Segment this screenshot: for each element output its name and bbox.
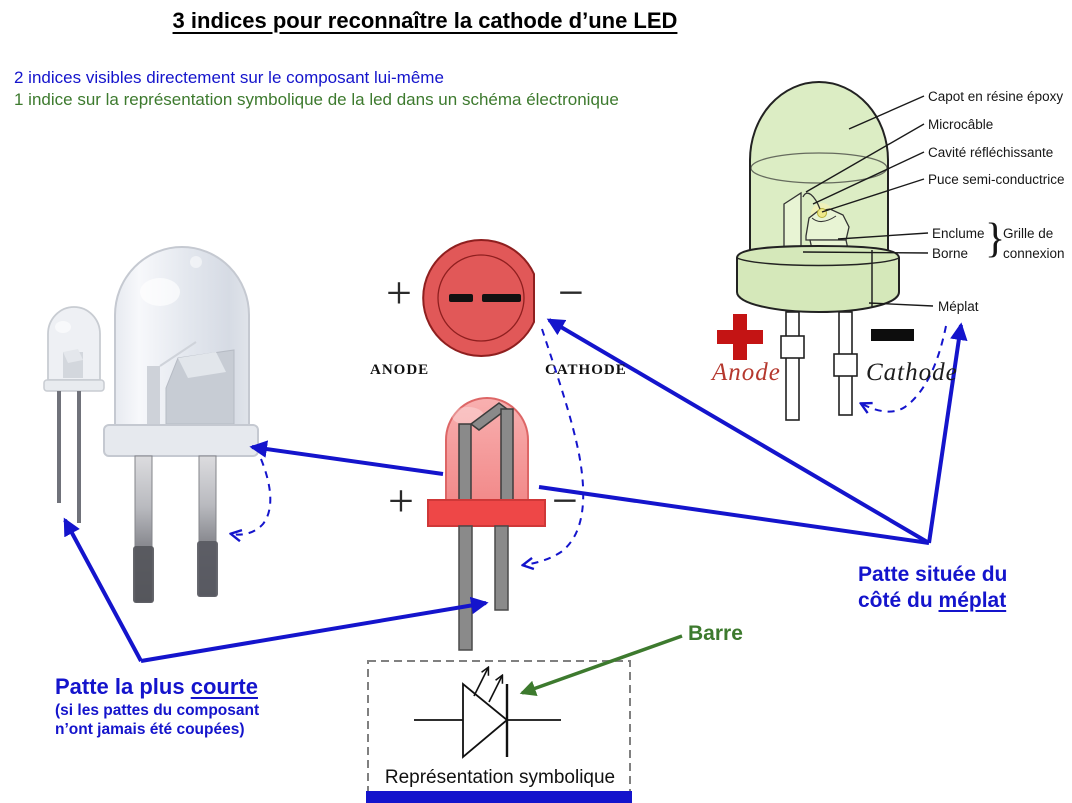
- label-grille-1: Grille de: [1003, 226, 1054, 241]
- arrow-to-short-leg: [140, 596, 489, 663]
- patte-courte-underlined: courte: [190, 674, 258, 699]
- bottom-blue-bar: [366, 791, 632, 803]
- cutaway-anode-leg: [785, 311, 800, 421]
- arrow-to-flat-edge: [546, 318, 931, 545]
- label-enclume: Enclume: [932, 226, 985, 241]
- top-view-disc: [422, 239, 535, 357]
- page-title: 3 indices pour reconnaître la cathode d’…: [172, 8, 678, 33]
- patte-meplat-prefix: côté du: [858, 589, 939, 613]
- barre-label: Barre: [688, 622, 743, 645]
- patte-courte-prefix: Patte la plus: [55, 674, 191, 699]
- label-borne: Borne: [932, 246, 969, 261]
- patte-courte-sub1: (si les pattes du composant: [55, 702, 260, 719]
- arrow-to-photo-flange: [249, 440, 444, 476]
- light-emission-arrows: [473, 668, 502, 703]
- dashed-arrow-photo-leg: [232, 458, 272, 535]
- schematic-triangle: [462, 682, 509, 759]
- anode-word: Anode: [712, 359, 781, 386]
- patte-meplat-line1: Patte située du: [858, 563, 1008, 586]
- label-cavite: Cavité réfléchissante: [928, 145, 1054, 160]
- long-leg: [458, 525, 473, 651]
- cathode-label: CATHODE: [545, 362, 627, 378]
- intro-line-2: 1 indice sur la représentation symboliqu…: [14, 90, 619, 109]
- label-puce: Puce semi-conductrice: [928, 172, 1065, 187]
- schematic-box: [367, 660, 631, 798]
- side-view-plus: +: [388, 475, 414, 526]
- cutaway-chip: [817, 208, 827, 218]
- top-view-minus: −: [558, 267, 584, 318]
- short-leg: [494, 525, 509, 611]
- led-side-view: [427, 397, 546, 651]
- label-microcable: Microcâble: [928, 117, 994, 132]
- patte-courte-subnote: (si les pattes du composant n’ont jamais…: [55, 701, 259, 740]
- anode-label: ANODE: [370, 362, 430, 378]
- plus-sign: [717, 314, 763, 360]
- led-flange-photo: [103, 424, 259, 457]
- dashed-arrow-cathode-leg: [862, 325, 947, 412]
- led-schematic-symbol: [367, 660, 631, 798]
- line-to-side-view: [538, 485, 930, 545]
- blue-arrows: [63, 318, 968, 663]
- anode-dash: [449, 294, 473, 302]
- cutaway-microcable: [802, 192, 821, 210]
- cathode-dash: [482, 294, 521, 302]
- symbolique-caption: Représentation symbolique: [384, 767, 616, 788]
- cutaway-flange: [736, 244, 900, 314]
- label-grille-2: connexion: [1003, 246, 1065, 261]
- dashed-arrow-short-leg: [524, 328, 585, 565]
- patte-courte-sub2: n’ont jamais été coupées): [55, 721, 245, 739]
- label-capot: Capot en résine époxy: [928, 89, 1064, 104]
- dashed-arrows: [232, 325, 947, 565]
- patte-meplat-underlined: méplat: [938, 589, 1007, 613]
- small-led-long-leg: [77, 391, 81, 523]
- intro-line-1: 2 indices visibles directement sur le co…: [14, 68, 444, 87]
- patte-meplat-note: Patte située du côté du méplat: [858, 562, 1007, 615]
- green-arrow-to-bar: [519, 634, 683, 696]
- arrow-to-meplat: [927, 322, 968, 544]
- side-view-flange: [427, 499, 546, 527]
- brace: }: [985, 216, 1006, 262]
- label-meplat: Méplat: [938, 299, 979, 314]
- patte-courte-note: Patte la plus courte: [55, 674, 258, 700]
- side-view-minus: −: [552, 475, 578, 526]
- cathode-word: Cathode: [866, 359, 958, 386]
- small-led-photo: [43, 306, 105, 523]
- small-led-short-leg: [57, 391, 61, 503]
- leader-lines: [802, 95, 934, 307]
- big-led-photo: [103, 246, 259, 603]
- led-photo: [43, 246, 259, 603]
- top-view-plus: +: [386, 267, 412, 318]
- arrow-to-small-led-legs: [63, 517, 143, 662]
- minus-sign: [871, 329, 914, 341]
- led-top-view: [422, 239, 535, 357]
